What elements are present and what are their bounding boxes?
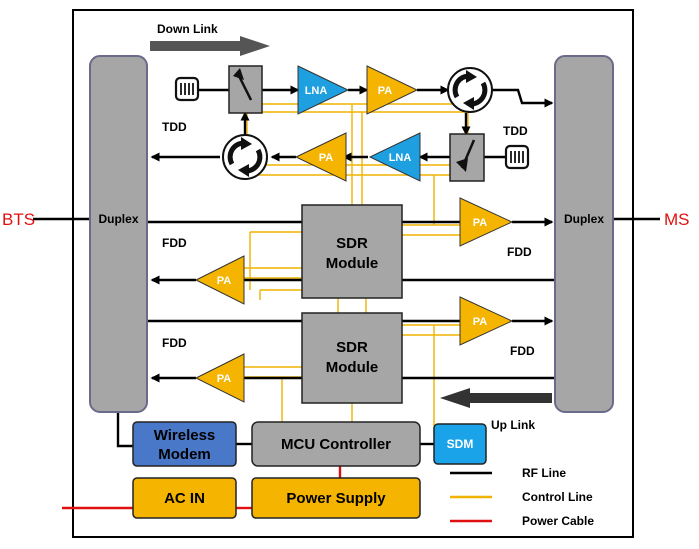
switch-icon [228, 65, 263, 114]
bts-label: BTS [2, 210, 35, 229]
tdd-label-left: TDD [162, 120, 187, 134]
pa-downlink-fdd-2-label: PA [473, 316, 488, 328]
mcu-controller [251, 421, 421, 467]
enclosure-border [72, 9, 634, 538]
ac-in-block [132, 477, 237, 519]
sdr-module-1-line1: SDR [336, 235, 368, 252]
switch-icon [449, 133, 485, 182]
wireless-modem-line1: Wireless [154, 427, 216, 444]
pa-downlink-fdd-2 [459, 296, 514, 346]
pa-uplink-fdd-1 [194, 255, 245, 305]
ms-label: MS [664, 210, 690, 229]
sdr-module-1 [301, 204, 403, 299]
legend-power-label: Power Cable [522, 514, 594, 528]
up-link-arrow [440, 388, 552, 408]
down-link-label: Down Link [157, 22, 218, 36]
lna-uplink [368, 132, 421, 182]
pa-downlink-fdd-1-label: PA [473, 217, 488, 229]
up-link-label: Up Link [491, 418, 535, 432]
pa-downlink-fdd-1 [459, 197, 514, 247]
sdr-module-2-line1: SDR [336, 339, 368, 356]
load-terminator-icon [174, 76, 200, 102]
wireless-modem [132, 421, 237, 467]
legend-control-label: Control Line [522, 490, 593, 504]
lna-downlink-label: LNA [305, 85, 328, 97]
sdr-module-2 [301, 312, 403, 404]
pa-uplink-tdd [294, 132, 347, 182]
load-terminator-icon [504, 144, 530, 170]
wireless-modem-line2: Modem [158, 446, 211, 463]
sdr-module-1-line2: Module [326, 255, 379, 272]
duplex-left-label: Duplex [98, 212, 138, 226]
control-lines [235, 103, 470, 437]
power-cables [62, 466, 342, 510]
fdd-label-right-2: FDD [510, 344, 535, 358]
circulator-icon [222, 134, 268, 180]
legend-rf-label: RF Line [522, 466, 566, 480]
duplex-right [554, 55, 614, 413]
fdd-label-left-2: FDD [162, 336, 187, 350]
fdd-label-left-1: FDD [162, 236, 187, 250]
lna-uplink-label: LNA [389, 152, 412, 164]
duplex-right-label: Duplex [564, 212, 604, 226]
pa-uplink-tdd-label: PA [319, 152, 334, 164]
pa-downlink-tdd-label: PA [378, 85, 393, 97]
pa-uplink-fdd-2-label: PA [217, 373, 232, 385]
sdm-block [433, 423, 487, 465]
ac-in-label: AC IN [164, 490, 205, 507]
pa-uplink-fdd-1-label: PA [217, 275, 232, 287]
sdr-module-2-line2: Module [326, 359, 379, 376]
circulator-icon [447, 67, 493, 113]
lna-downlink [297, 65, 350, 115]
power-supply-block [251, 477, 421, 519]
pa-downlink-tdd [366, 65, 419, 115]
pa-uplink-fdd-2 [194, 353, 245, 403]
mcu-controller-label: MCU Controller [281, 436, 391, 453]
tdd-label-right: TDD [503, 124, 528, 138]
down-link-arrow [150, 36, 270, 56]
sdm-label: SDM [447, 437, 474, 451]
power-supply-label: Power Supply [286, 490, 386, 507]
duplex-left [89, 55, 148, 413]
fdd-label-right-1: FDD [507, 245, 532, 259]
legend: RF Line Control Line Power Cable [450, 466, 594, 528]
